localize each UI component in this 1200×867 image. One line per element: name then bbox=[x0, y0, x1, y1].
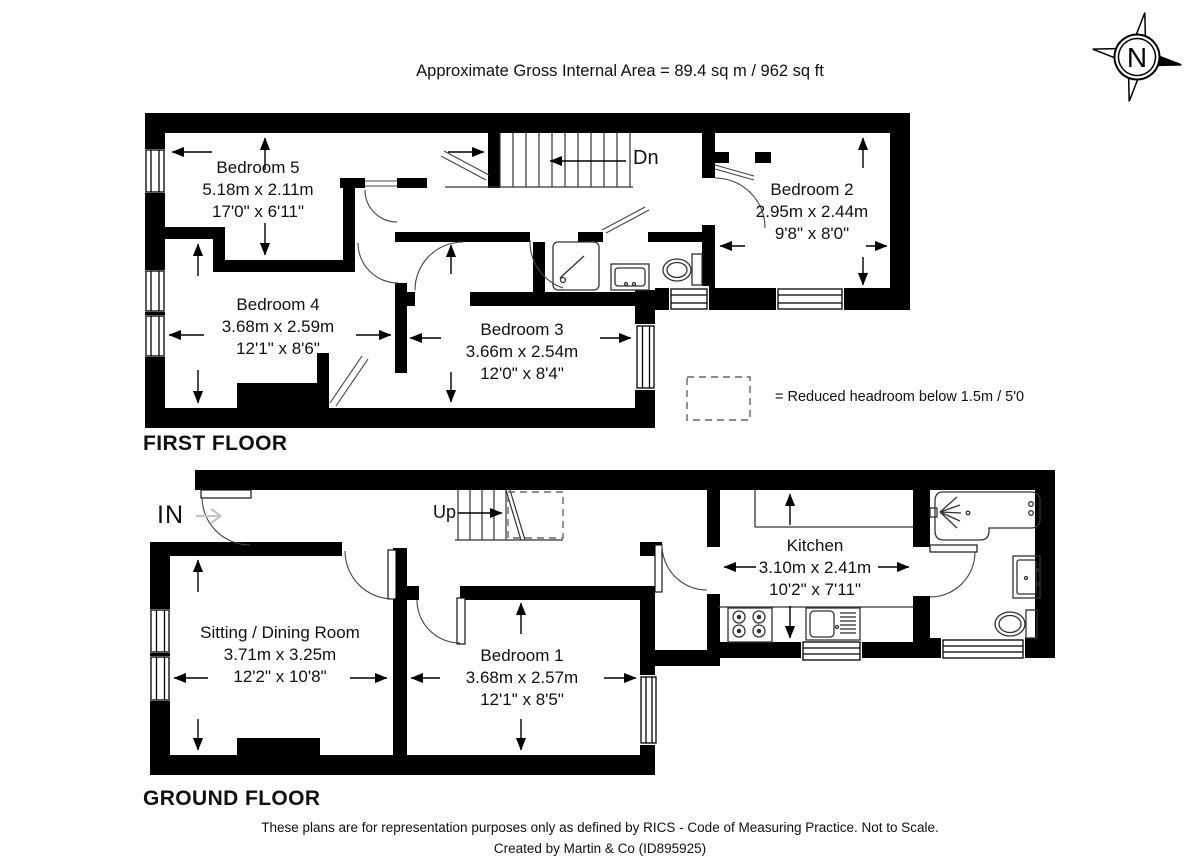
room-label-bedroom-1: Bedroom 1 3.68m x 2.57m 12'1" x 8'5" bbox=[466, 645, 578, 711]
stairs-up-label: Up bbox=[433, 502, 457, 522]
ground-floor-heading: GROUND FLOOR bbox=[143, 787, 321, 810]
sitting-room-door bbox=[344, 549, 397, 600]
room-metric: 3.71m x 3.25m bbox=[223, 645, 337, 664]
stairs-up bbox=[455, 489, 564, 541]
ground-floor-dimension-arrows bbox=[173, 493, 910, 751]
room-metric: 2.95m x 2.44m bbox=[755, 202, 869, 221]
room-name: Sitting / Dining Room bbox=[200, 623, 360, 642]
ground-floor-walls bbox=[150, 470, 1055, 775]
kitchen-door bbox=[654, 544, 708, 593]
sink bbox=[610, 263, 650, 291]
first-floor-dimension-arrows bbox=[168, 137, 888, 404]
room-name: Bedroom 3 bbox=[480, 320, 564, 339]
compass-north-label: N bbox=[1127, 42, 1147, 73]
room-metric: 3.68m x 2.59m bbox=[221, 317, 335, 336]
kitchen-sink bbox=[805, 607, 861, 641]
room-imperial: 12'2" x 10'8" bbox=[233, 667, 327, 686]
room-metric: 3.10m x 2.41m bbox=[758, 558, 872, 577]
window bbox=[148, 656, 172, 701]
room-label-bedroom-5: Bedroom 5 5.18m x 2.11m 17'0" x 6'11" bbox=[202, 157, 313, 223]
stairs-down bbox=[445, 133, 633, 188]
ground-floor-bathroom-fixtures bbox=[929, 491, 1041, 639]
first-floor-heading: FIRST FLOOR bbox=[143, 432, 288, 455]
room-label-bedroom-2: Bedroom 2 2.95m x 2.44m 9'8" x 8'0" bbox=[756, 179, 868, 245]
window bbox=[143, 270, 167, 312]
window bbox=[143, 315, 167, 357]
bathtub bbox=[929, 491, 1041, 541]
room-metric: 3.66m x 2.54m bbox=[465, 342, 579, 361]
ground-floor-doors bbox=[200, 489, 978, 645]
hob bbox=[727, 607, 773, 643]
bedroom1-door bbox=[416, 597, 466, 645]
window bbox=[776, 286, 844, 312]
room-imperial: 17'0" x 6'11" bbox=[212, 202, 304, 221]
room-metric: 5.18m x 2.11m bbox=[202, 180, 314, 199]
entry-arrow-icon bbox=[196, 508, 222, 524]
room-label-bedroom-3: Bedroom 3 3.66m x 2.54m 12'0" x 8'4" bbox=[466, 319, 578, 385]
room-name: Bedroom 4 bbox=[236, 295, 320, 314]
window bbox=[148, 609, 172, 653]
window bbox=[941, 637, 1025, 660]
window bbox=[638, 675, 660, 745]
first-floor-plan bbox=[143, 113, 910, 428]
room-metric: 3.68m x 2.57m bbox=[465, 668, 579, 687]
room-label-kitchen: Kitchen 3.10m x 2.41m 10'2" x 7'11" bbox=[759, 535, 871, 601]
vanity-sink bbox=[1012, 555, 1041, 599]
room-name: Bedroom 2 bbox=[770, 180, 854, 199]
entrance-label: IN bbox=[157, 501, 184, 529]
legend-text: = Reduced headroom below 1.5m / 5'0 bbox=[775, 389, 1025, 405]
room-label-sitting-dining: Sitting / Dining Room 3.71m x 3.25m 12'2… bbox=[200, 622, 360, 688]
footer-credit: Created by Martin & Co (ID895925) bbox=[493, 841, 707, 856]
first-floor-bathroom-fixtures bbox=[552, 241, 703, 291]
room-label-bedroom-4: Bedroom 4 3.68m x 2.59m 12'1" x 8'6" bbox=[222, 294, 334, 360]
stairs-down-label: Dn bbox=[633, 147, 659, 169]
room-name: Kitchen bbox=[786, 536, 844, 555]
ground-floor-windows bbox=[148, 609, 1025, 745]
bathroom-door bbox=[929, 544, 978, 598]
kitchen-fixtures bbox=[718, 490, 913, 643]
room-imperial: 12'1" x 8'6" bbox=[236, 339, 320, 358]
first-floor-windows bbox=[143, 149, 844, 390]
front-door bbox=[200, 489, 252, 546]
reduced-headroom-under-stairs bbox=[507, 491, 564, 539]
room-imperial: 9'8" x 8'0" bbox=[774, 224, 850, 243]
first-floor-doors bbox=[329, 150, 766, 407]
room-name: Bedroom 5 bbox=[216, 158, 300, 177]
footer-disclaimer: These plans are for representation purpo… bbox=[261, 820, 939, 835]
compass-icon: N bbox=[1092, 12, 1182, 102]
window bbox=[143, 149, 167, 193]
ground-floor-plan bbox=[148, 470, 1055, 775]
toilet bbox=[994, 609, 1038, 639]
shower bbox=[552, 241, 600, 291]
reduced-headroom-box bbox=[686, 376, 751, 421]
room-imperial: 10'2" x 7'11" bbox=[769, 580, 861, 599]
window bbox=[801, 640, 862, 662]
room-imperial: 12'0" x 8'4" bbox=[480, 364, 564, 383]
room-imperial: 12'1" x 8'5" bbox=[480, 690, 564, 709]
window bbox=[669, 286, 709, 312]
toilet bbox=[662, 253, 703, 286]
page-title: Approximate Gross Internal Area = 89.4 s… bbox=[416, 62, 824, 80]
room-name: Bedroom 1 bbox=[480, 646, 564, 665]
window bbox=[633, 324, 657, 390]
